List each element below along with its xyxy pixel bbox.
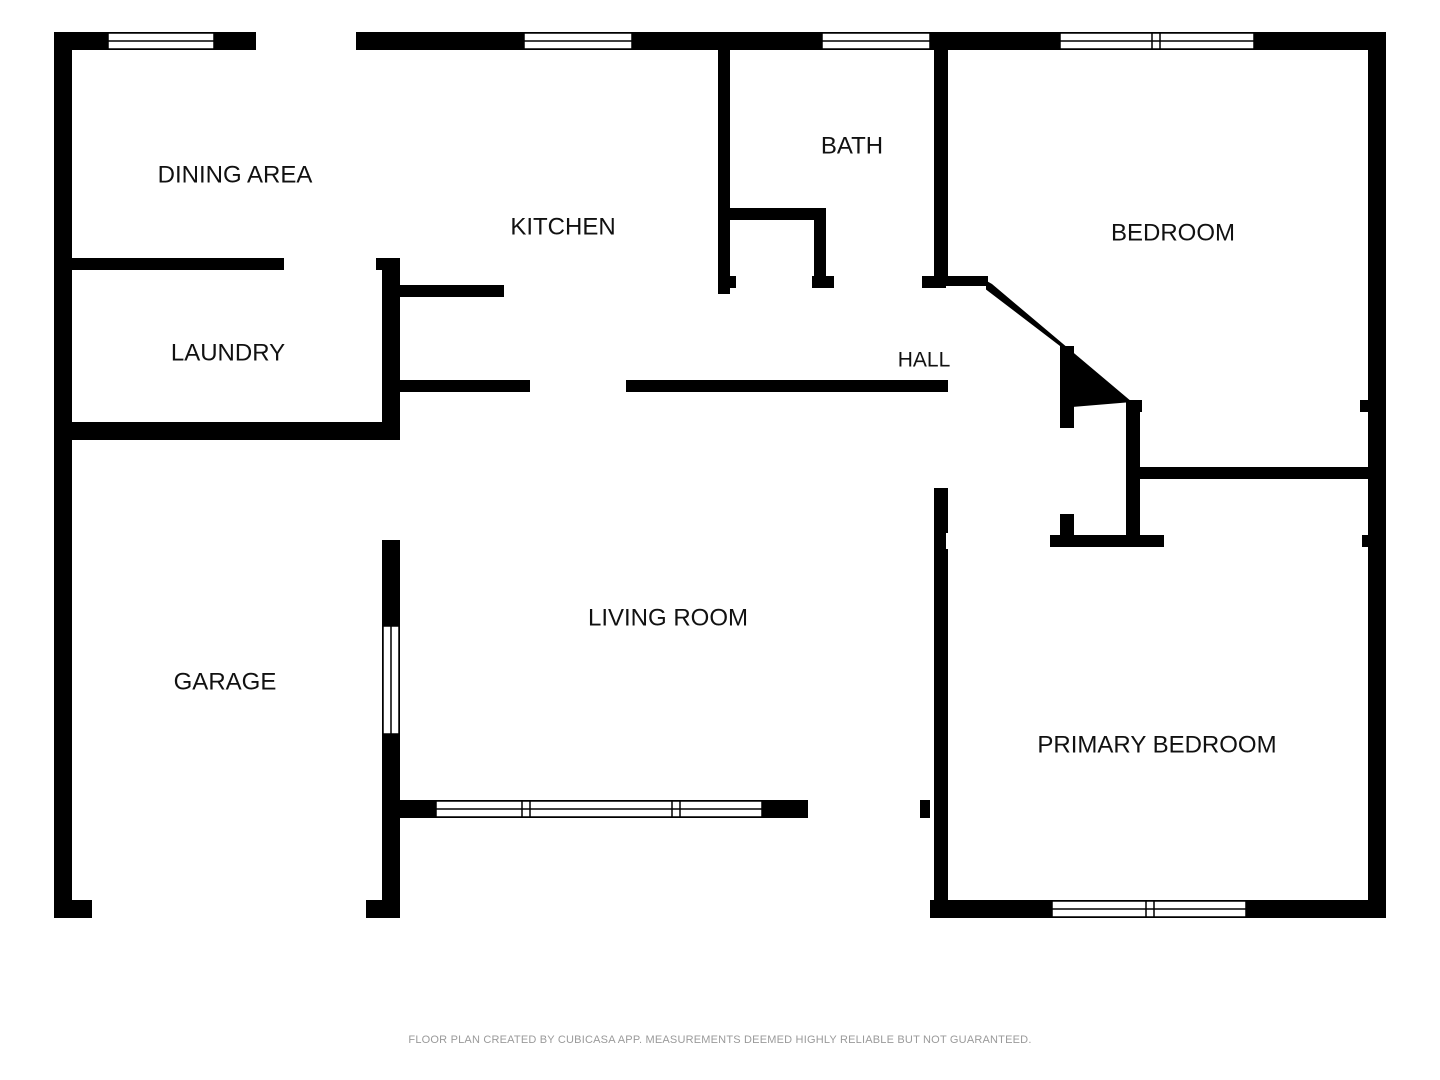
label-primary-bedroom: PRIMARY BEDROOM	[1037, 731, 1276, 758]
label-bedroom: BEDROOM	[1111, 219, 1235, 246]
windows	[107, 32, 1255, 918]
disclaimer-note: FLOOR PLAN CREATED BY CUBICASA APP. MEAS…	[408, 1034, 1032, 1046]
door-openings	[92, 32, 1362, 920]
label-bath: BATH	[821, 132, 883, 159]
label-living-room: LIVING ROOM	[588, 604, 748, 631]
label-garage: GARAGE	[174, 668, 277, 695]
label-laundry: LAUNDRY	[171, 339, 285, 366]
room-labels: DINING AREA KITCHEN BATH BEDROOM LAUNDRY…	[158, 132, 1277, 758]
label-kitchen: KITCHEN	[510, 213, 615, 240]
label-hall: HALL	[898, 349, 951, 372]
label-dining-area: DINING AREA	[158, 161, 313, 188]
